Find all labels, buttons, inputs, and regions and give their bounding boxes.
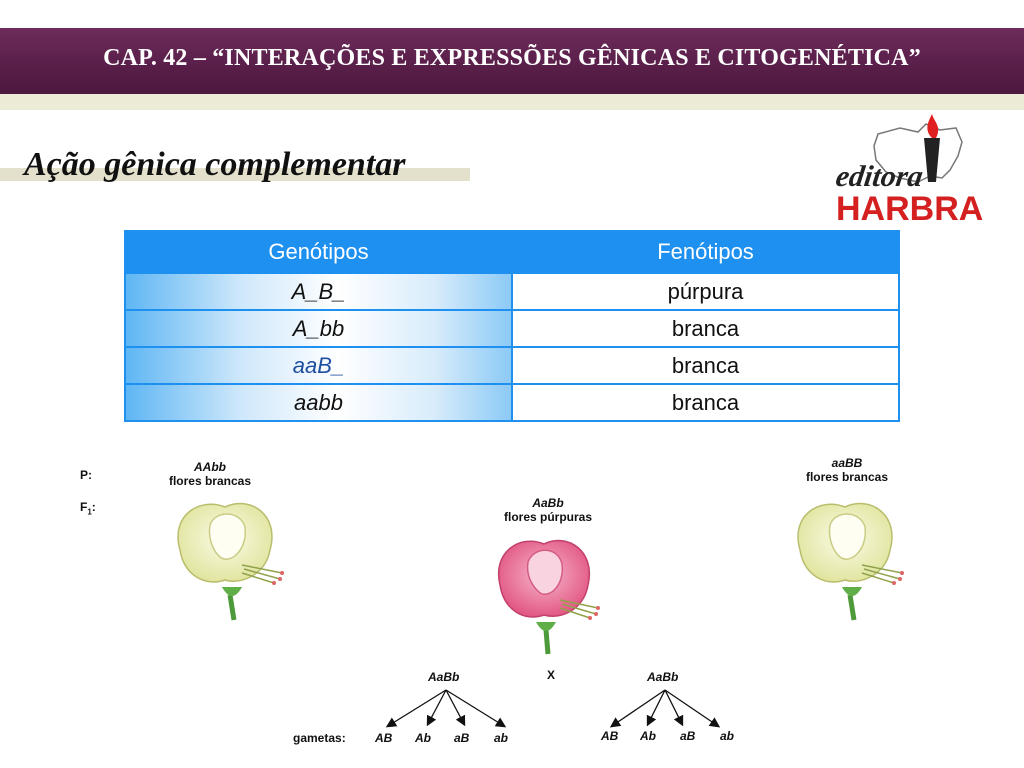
phenotype-cell: branca — [511, 383, 900, 422]
logo-script-text: editora — [833, 160, 926, 193]
parent-right-label: aaBB flores brancas — [787, 456, 907, 484]
parent-left-desc: flores brancas — [168, 474, 252, 488]
generation-p-label: P: — [80, 468, 92, 482]
slide-subtitle: Ação gênica complementar — [24, 146, 406, 183]
genotype-cell: A_B_ — [124, 272, 513, 311]
header-band — [0, 94, 1024, 110]
chapter-title: CAP. 42 – “INTERAÇÕES E EXPRESSÕES GÊNIC… — [103, 45, 921, 71]
parent-right-genotype: aaBB — [831, 456, 863, 470]
gamete-item: Ab — [640, 729, 656, 743]
table-row: aaB_ branca — [124, 346, 900, 385]
offspring-label: AaBb flores púrpuras — [478, 496, 618, 524]
table-row: A_B_ púrpura — [124, 272, 900, 311]
left-dihybrid-genotype: AaBb — [428, 670, 460, 684]
gamete-item: AB — [601, 729, 619, 743]
logo-wordmark: HARBRA — [836, 190, 984, 228]
gamete-item: Ab — [415, 731, 431, 745]
phenotype-cell: branca — [511, 309, 900, 348]
genotype-cell: aabb — [124, 383, 513, 422]
chapter-banner: CAP. 42 – “INTERAÇÕES E EXPRESSÕES GÊNIC… — [0, 28, 1024, 94]
gamete-item: AB — [375, 731, 393, 745]
gamete-item: aB — [680, 729, 696, 743]
purple-flower-icon — [497, 539, 600, 655]
gametes-label: gametas: — [293, 731, 346, 745]
gamete-arrows-icon — [385, 689, 721, 728]
white-flower-right-icon — [797, 502, 904, 621]
f1-subscript: 1 — [87, 507, 92, 517]
genotype-cell: aaB_ — [124, 346, 513, 385]
table-header-row: Genótipos Fenótipos — [124, 230, 900, 274]
offspring-desc: flores púrpuras — [503, 510, 593, 524]
harbra-logo-icon — [873, 114, 963, 183]
parent-left-genotype: AAbb — [194, 460, 226, 474]
table-row: A_bb branca — [124, 309, 900, 348]
gamete-item: aB — [454, 731, 470, 745]
parent-left-label: AAbb flores brancas — [150, 460, 270, 488]
generation-f1-label: F1: — [80, 500, 96, 516]
gamete-item: ab — [494, 731, 509, 745]
parent-right-desc: flores brancas — [805, 470, 889, 484]
column-header-phenotypes: Fenótipos — [511, 230, 900, 274]
f1-colon: : — [91, 500, 96, 514]
genotype-phenotype-table: Genótipos Fenótipos A_B_ púrpura A_bb br… — [124, 230, 900, 422]
f1-letter: F — [80, 500, 88, 514]
column-header-genotypes: Genótipos — [124, 230, 513, 274]
white-flower-left-icon — [177, 502, 284, 621]
gamete-item: ab — [720, 729, 735, 743]
offspring-genotype: AaBb — [532, 496, 564, 510]
cross-symbol: X — [547, 668, 556, 682]
phenotype-cell: púrpura — [511, 272, 900, 311]
table-row: aabb branca — [124, 383, 900, 422]
right-dihybrid-genotype: AaBb — [647, 670, 679, 684]
genotype-cell: A_bb — [124, 309, 513, 348]
phenotype-cell: branca — [511, 346, 900, 385]
subtitle-underline — [0, 168, 470, 181]
